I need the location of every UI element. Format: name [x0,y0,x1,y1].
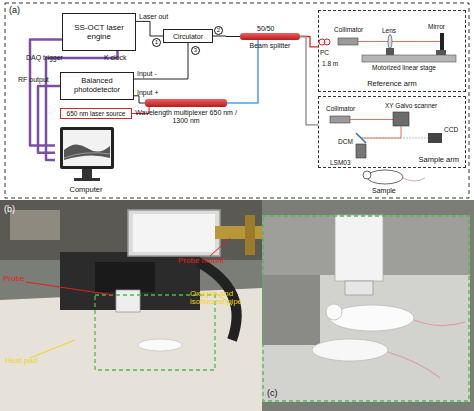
part-label: XY Galvo scanner [385,103,437,110]
fiber-line [134,96,145,103]
part-label: Oxygen and isoflurane pipe [190,290,260,307]
part-label: K clock [104,54,127,61]
sample-arm-parts [330,112,442,158]
node-text: Sample arm [419,155,459,164]
part-label: 2 [214,26,223,35]
node-text: Wavelength multiplexer 650 nm / 1300 nm [135,109,237,124]
part-label: CCD [444,127,458,134]
part-label: (b) [4,205,15,214]
part-label: DAQ trigger [26,54,63,61]
node-text: Reference arm [367,79,417,88]
part-label: (c) [267,389,278,398]
part-label: DCM [338,139,353,146]
part-label: Lens [382,28,396,35]
reference-arm-box: Reference arm [318,10,466,92]
part-label: Heat pad [5,357,37,365]
computer-monitor [60,127,114,181]
laser-source-box: 650 nm laser source [60,108,132,119]
panel-border [5,3,469,198]
fiber-line [227,40,258,103]
fiber-line [136,21,163,36]
computer-node: Computer [55,124,117,196]
fiber-line [300,37,318,125]
multiplexer-tube: Wavelength multiplexer 650 nm / 1300 nm [145,99,227,107]
fiber-line [213,36,240,38]
photo-setup [0,200,474,411]
node-text: Computer [70,185,103,194]
node-text: SS-OCT laser engine [63,23,135,41]
part-label: Probe [3,275,24,283]
part-label: RF output [18,76,49,83]
part-label: Laser out [139,13,168,20]
laser-engine-box: SS-OCT laser engine [62,13,136,51]
part-label: Mirror [428,24,445,31]
part-label: 50/50 [257,25,275,32]
mouse-sample [363,170,425,184]
part-label: 1 [152,38,161,47]
part-label: Input + [137,89,159,96]
node-text: Balanced photodetector [61,77,133,94]
fiber-line [300,37,318,47]
circulator-box: Circulator [163,29,213,43]
part-label: LSM03 [330,160,351,167]
reference-arm-parts [319,33,456,62]
part-label: (a) [9,6,20,15]
photodetector-box: Balanced photodetector [60,72,134,100]
beam-splitter-tube: Beam splitter [240,33,300,40]
fiber-line [46,51,118,160]
node-text: 650 nm laser source [67,110,126,117]
fiber-line [134,43,188,79]
part-label: Collimator [334,27,363,34]
part-label: Sample [372,187,396,194]
fiber-line [38,86,60,153]
node-text: Beam splitter [230,42,310,49]
part-label: Probe mount [178,257,224,265]
node-text: Circulator [173,33,203,40]
photo-inset [262,215,470,402]
part-label: Collimator [326,106,355,113]
part-label: 1.8 m [322,61,338,68]
part-label: 3 [191,46,200,55]
part-label: Motorized linear stage [372,65,436,72]
part-label: Input - [137,70,157,77]
part-label: PC [320,50,329,57]
